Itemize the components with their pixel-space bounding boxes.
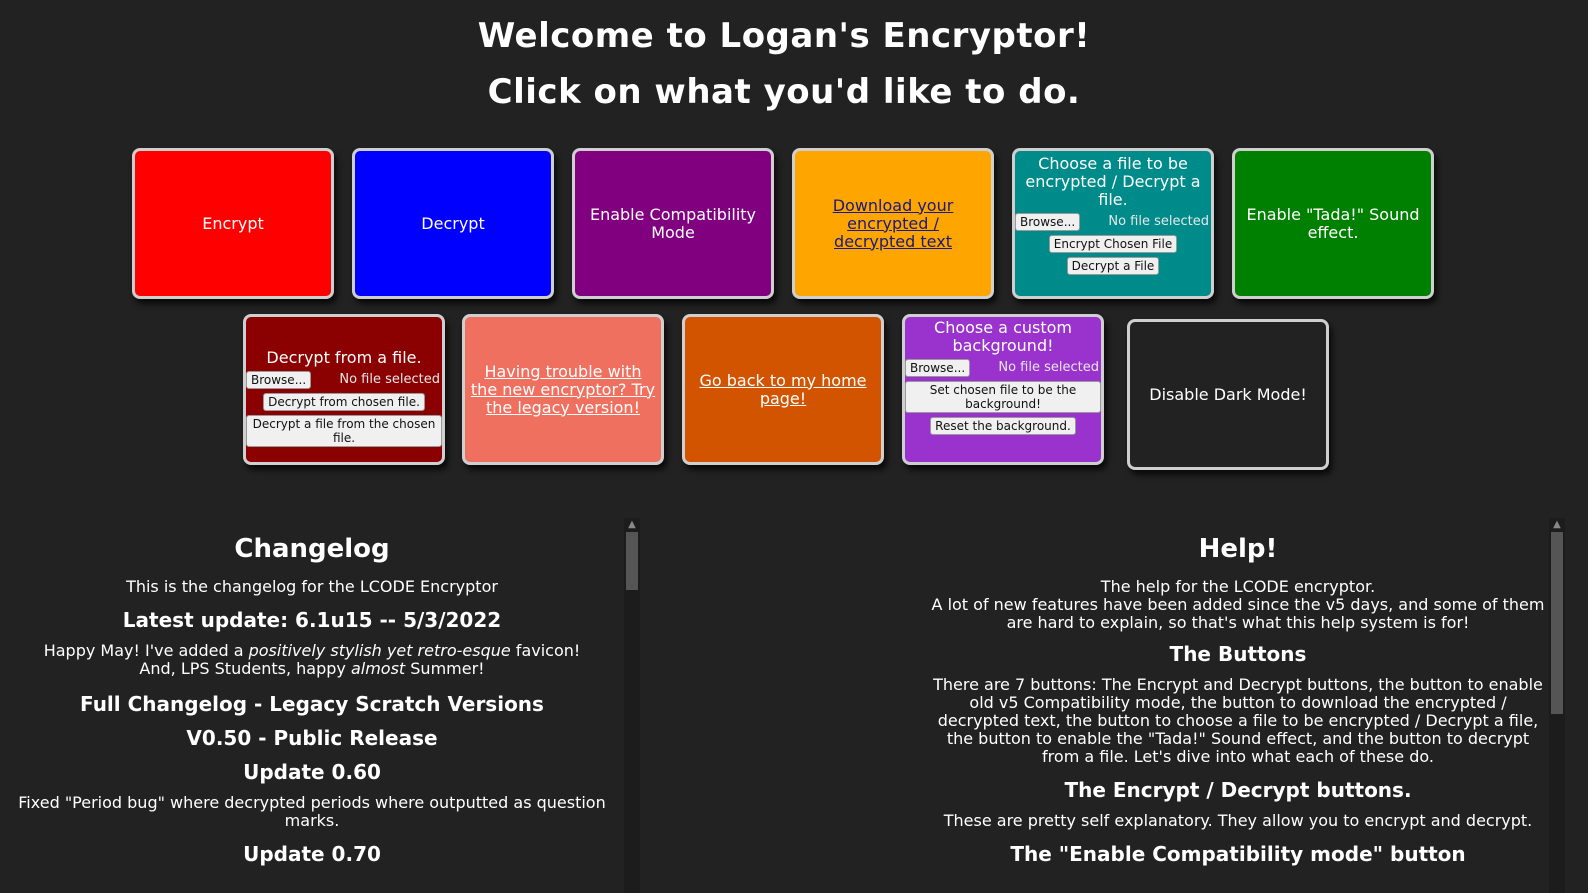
- browse-button[interactable]: Browse...: [905, 359, 971, 377]
- download-link[interactable]: Download your encrypted / decrypted text: [832, 195, 954, 251]
- version-060-heading: Update 0.60: [243, 760, 381, 784]
- decrypt-a-file-button[interactable]: Decrypt a File: [1066, 257, 1160, 275]
- encrypt-chosen-file-button[interactable]: Encrypt Chosen File: [1048, 235, 1178, 253]
- note-text: And, LPS Students, happy: [139, 659, 351, 678]
- compatibility-mode-label: Enable Compatibility Mode: [589, 204, 757, 242]
- changelog-fix: Fixed "Period bug" where decrypted perio…: [18, 793, 606, 830]
- decrypt-from-file-tile: Decrypt from a file. Browse... No file s…: [243, 314, 445, 465]
- file-picker: Browse... No file selected: [905, 359, 1101, 377]
- changelog-panel: Changelog This is the changelog for the …: [0, 518, 624, 893]
- no-file-label: No file selected: [1108, 214, 1209, 229]
- legacy-link[interactable]: Having trouble with the new encryptor? T…: [470, 361, 656, 417]
- download-tile: Download your encrypted / decrypted text: [792, 148, 994, 299]
- note-text: Happy May! I've added a: [43, 641, 249, 660]
- no-file-label: No file selected: [998, 360, 1099, 375]
- latest-update: Latest update: 6.1u15 -- 5/3/2022: [122, 608, 502, 632]
- page-subtitle: Click on what you'd like to do.: [487, 72, 1081, 112]
- help-intro-line: A lot of new features have been added si…: [931, 595, 1545, 632]
- home-page-link[interactable]: Go back to my home page!: [699, 370, 867, 408]
- encrypt-button[interactable]: Encrypt: [132, 148, 334, 299]
- buttons-text: There are 7 buttons: The Encrypt and Dec…: [933, 675, 1543, 766]
- custom-background-label: Choose a custom background!: [934, 318, 1072, 355]
- file-picker: Browse... No file selected: [1015, 213, 1211, 231]
- disable-dark-mode-label: Disable Dark Mode!: [1149, 384, 1307, 404]
- choose-file-label: Choose a file to be encrypted / Decrypt …: [1025, 154, 1201, 209]
- file-picker: Browse... No file selected: [246, 370, 442, 389]
- decrypt-label: Decrypt: [421, 213, 485, 233]
- version-050-heading: V0.50 - Public Release: [186, 726, 438, 750]
- note-text: Summer!: [405, 659, 485, 678]
- tada-sound-button[interactable]: Enable "Tada!" Sound effect.: [1232, 148, 1434, 299]
- decrypt-from-file-label: Decrypt from a file.: [266, 347, 422, 367]
- changelog-heading: Changelog: [234, 534, 390, 564]
- note-text: favicon!: [510, 641, 581, 660]
- help-intro: The help for the LCODE encryptor. A lot …: [928, 578, 1548, 632]
- browse-button[interactable]: Browse...: [1015, 213, 1081, 231]
- scrollbar-thumb[interactable]: [626, 532, 638, 590]
- compat-heading: The "Enable Compatibility mode" button: [1010, 842, 1466, 866]
- legacy-tile: Having trouble with the new encryptor? T…: [462, 314, 664, 465]
- page-title: Welcome to Logan's Encryptor!: [477, 16, 1091, 56]
- set-background-button[interactable]: Set chosen file to be the background!: [905, 381, 1101, 413]
- help-heading: Help!: [1198, 534, 1278, 564]
- scroll-up-icon[interactable]: ▲: [628, 519, 636, 530]
- encrypt-decrypt-heading: The Encrypt / Decrypt buttons.: [1064, 778, 1412, 802]
- version-070-heading: Update 0.70: [243, 842, 381, 866]
- reset-background-button[interactable]: Reset the background.: [930, 417, 1076, 435]
- scroll-up-icon[interactable]: ▲: [1553, 519, 1561, 530]
- changelog-note: Happy May! I've added a positively styli…: [0, 642, 624, 678]
- decrypt-button[interactable]: Decrypt: [352, 148, 554, 299]
- note-emphasis: almost: [350, 659, 406, 678]
- disable-dark-mode-button[interactable]: Disable Dark Mode!: [1127, 319, 1329, 470]
- changelog-intro: This is the changelog for the LCODE Encr…: [126, 577, 498, 596]
- encrypt-label: Encrypt: [202, 213, 264, 233]
- help-scrollbar[interactable]: ▲: [1549, 518, 1565, 893]
- custom-background-tile: Choose a custom background! Browse... No…: [902, 314, 1104, 465]
- tada-sound-label: Enable "Tada!" Sound effect.: [1246, 204, 1420, 242]
- changelog-scrollbar[interactable]: ▲: [624, 518, 640, 893]
- full-changelog-heading: Full Changelog - Legacy Scratch Versions: [80, 692, 544, 716]
- choose-file-tile: Choose a file to be encrypted / Decrypt …: [1012, 148, 1214, 299]
- no-file-label: No file selected: [339, 371, 440, 387]
- encrypt-decrypt-text: These are pretty self explanatory. They …: [943, 811, 1533, 830]
- note-emphasis: positively stylish yet retro-esque: [248, 641, 511, 660]
- decrypt-file-from-chosen-file-button[interactable]: Decrypt a file from the chosen file.: [246, 414, 442, 447]
- browse-button[interactable]: Browse...: [246, 370, 312, 389]
- home-tile: Go back to my home page!: [682, 314, 884, 465]
- scrollbar-thumb[interactable]: [1551, 532, 1563, 714]
- decrypt-from-chosen-file-button[interactable]: Decrypt from chosen file.: [263, 392, 425, 411]
- help-intro-line: The help for the LCODE encryptor.: [1100, 577, 1376, 596]
- compatibility-mode-button[interactable]: Enable Compatibility Mode: [572, 148, 774, 299]
- buttons-heading: The Buttons: [1169, 642, 1307, 666]
- help-panel: Help! The help for the LCODE encryptor. …: [928, 518, 1548, 893]
